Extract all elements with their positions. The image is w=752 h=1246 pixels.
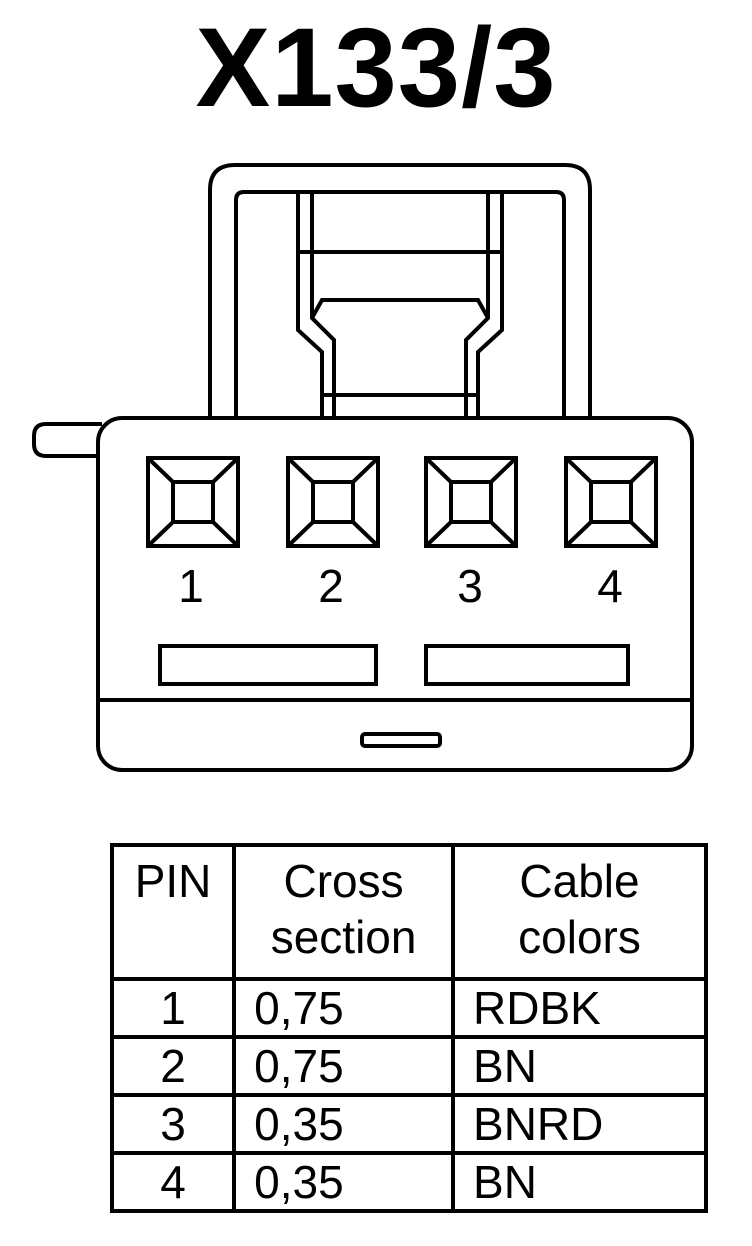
row-pin: 4 bbox=[109, 1151, 237, 1213]
table-row: 2 0,75 BN bbox=[109, 1035, 708, 1097]
row-pin: 3 bbox=[109, 1093, 237, 1155]
row-cross-section: 0,75 bbox=[232, 977, 456, 1039]
table-row: 4 0,35 BN bbox=[109, 1151, 708, 1213]
pin-cavity-2 bbox=[286, 456, 380, 548]
side-key bbox=[32, 422, 102, 458]
latch-outer bbox=[208, 163, 592, 418]
pin-label-1: 1 bbox=[178, 560, 204, 612]
row-cable-color: BN bbox=[451, 1035, 708, 1097]
row-cross-section: 0,75 bbox=[232, 1035, 456, 1097]
table-row: 1 0,75 RDBK bbox=[109, 977, 708, 1039]
connector-diagram: 1 2 3 4 bbox=[32, 163, 694, 772]
row-pin: 2 bbox=[109, 1035, 237, 1097]
row-cable-color: BN bbox=[451, 1151, 708, 1213]
latch-inner bbox=[234, 190, 566, 418]
connector-body bbox=[96, 416, 694, 772]
latch-tab bbox=[296, 192, 324, 418]
pin-cavity-1 bbox=[146, 456, 240, 548]
lock-slot-left bbox=[158, 644, 378, 686]
table-row: 3 0,35 BNRD bbox=[109, 1093, 708, 1155]
lock-slot-right bbox=[424, 644, 630, 686]
pin-label-4: 4 bbox=[597, 560, 623, 612]
header-pin: PIN bbox=[109, 843, 237, 981]
row-cross-section: 0,35 bbox=[232, 1151, 456, 1213]
pin-cavity-3 bbox=[424, 456, 518, 548]
bottom-notch bbox=[360, 732, 442, 748]
pin-cavity-4 bbox=[564, 456, 658, 548]
pin-label-3: 3 bbox=[457, 560, 483, 612]
row-pin: 1 bbox=[109, 977, 237, 1039]
row-cable-color: RDBK bbox=[451, 977, 708, 1039]
row-cable-color: BNRD bbox=[451, 1093, 708, 1155]
row-cross-section: 0,35 bbox=[232, 1093, 456, 1155]
pin-label-2: 2 bbox=[318, 560, 344, 612]
connector-title: X133/3 bbox=[195, 5, 557, 130]
